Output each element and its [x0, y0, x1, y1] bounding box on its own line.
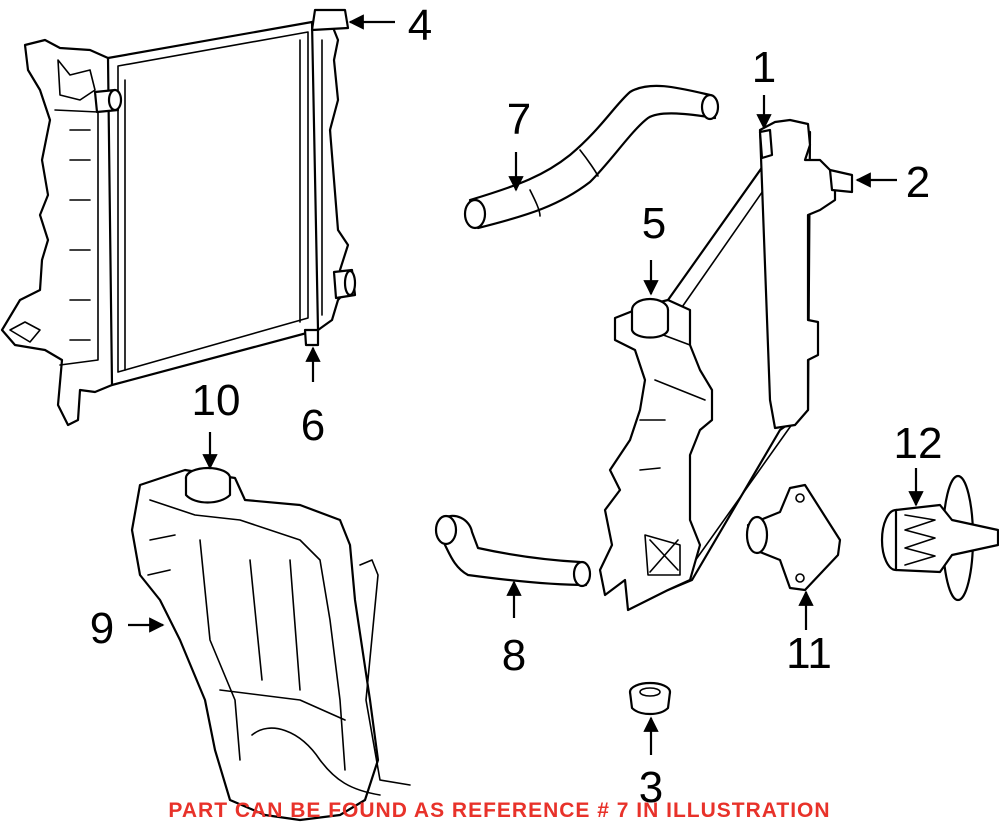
thermostat-housing	[745, 483, 842, 592]
ref-label-7: 7	[507, 95, 531, 144]
ref-label-12: 12	[894, 419, 943, 468]
thermostat	[880, 474, 999, 602]
ref-label-3: 3	[639, 763, 663, 812]
ref-label-11: 11	[786, 629, 832, 678]
seal-grommet	[628, 681, 672, 716]
reference-numbers: 1 2 3 4 5 6 7 8 9 10 11 12	[90, 1, 943, 812]
reference-caption: PART CAN BE FOUND AS REFERENCE # 7 IN IL…	[168, 799, 831, 822]
upper-radiator-hose	[463, 84, 720, 230]
ref-label-10: 10	[192, 376, 241, 425]
ref-label-5: 5	[642, 199, 666, 248]
ref-label-1: 1	[752, 43, 776, 92]
ref-label-9: 9	[90, 604, 114, 653]
radiator-rear-view	[0, 8, 357, 427]
ref-label-4: 4	[408, 1, 432, 50]
radiator-front-view	[598, 118, 854, 612]
ref-label-6: 6	[301, 401, 325, 450]
ref-label-2: 2	[906, 158, 930, 207]
ref-label-8: 8	[502, 631, 526, 680]
callout-arrows	[128, 14, 924, 755]
coolant-reservoir	[130, 466, 411, 822]
lower-radiator-hose	[434, 514, 592, 588]
